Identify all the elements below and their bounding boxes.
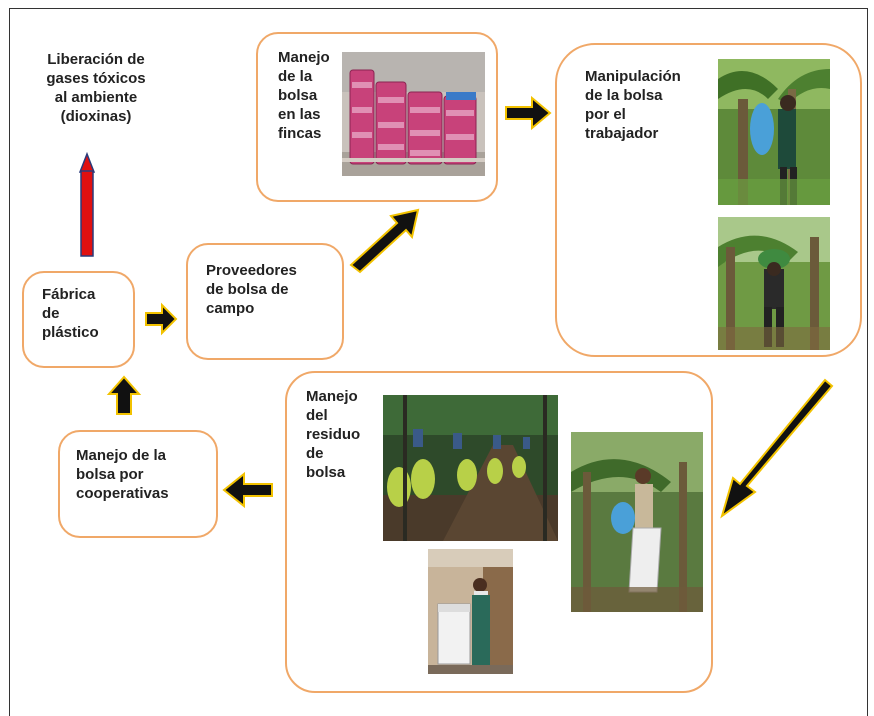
cooperatives-box: Manejo de la bolsa por cooperativas (58, 430, 218, 538)
waste-handling-label: Manejo del residuo de bolsa (306, 388, 361, 481)
farm-handling-label: Manejo de la bolsa en las fincas (278, 49, 330, 142)
arrow-suppliers-to-farm (349, 208, 420, 274)
factory-box: Fábrica de plástico (22, 271, 135, 368)
farm-handling-box: Manejo de la bolsa en las fincas (256, 32, 498, 202)
cooperatives-label: Manejo de la bolsa por cooperativas (76, 447, 169, 502)
worker-carrying-banana-bunch-photo (718, 217, 830, 350)
emission-arrow (78, 151, 96, 257)
bagged-banana-plantation-rows-photo (383, 395, 558, 541)
suppliers-label: Proveedores de bolsa de campo (206, 262, 297, 317)
diagram-frame (9, 8, 868, 716)
emission-label: Liberación de gases tóxicos al ambiente … (46, 51, 146, 125)
arrow-cooperatives-to-factory (106, 375, 142, 415)
arrow-farm-to-worker (505, 95, 552, 131)
worker-collecting-bags-in-sack-photo (571, 432, 703, 612)
worker-with-white-waste-bin-photo (428, 549, 513, 674)
arrow-worker-to-waste (720, 378, 834, 519)
suppliers-box: Proveedores de bolsa de campo (186, 243, 344, 360)
arrow-waste-to-cooperatives (222, 471, 273, 509)
worker-handling-label: Manipulación de la bolsa por el trabajad… (585, 68, 681, 142)
worker-bagging-banana-bunch-photo (718, 59, 830, 205)
stacked-pink-bag-bundles-photo (342, 52, 485, 176)
factory-label: Fábrica de plástico (42, 286, 99, 341)
worker-handling-box: Manipulación de la bolsa por el trabajad… (555, 43, 862, 357)
arrow-factory-to-suppliers (145, 302, 178, 336)
waste-handling-box: Manejo del residuo de bolsa (285, 371, 713, 693)
